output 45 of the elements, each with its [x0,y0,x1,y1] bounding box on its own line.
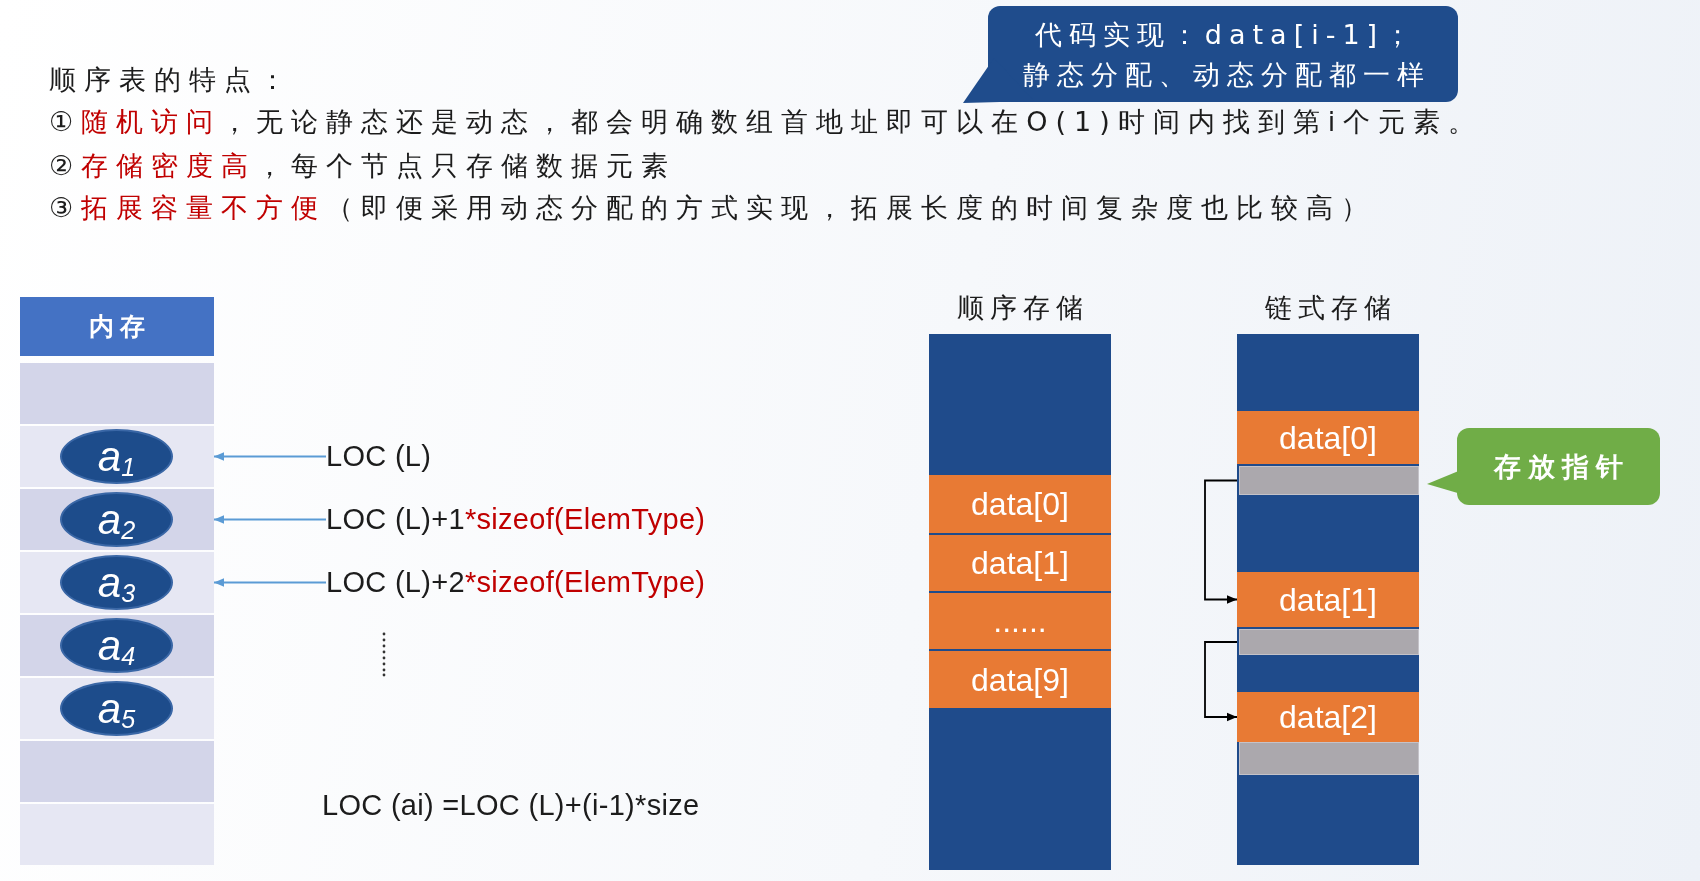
arrow [213,452,327,461]
column-heading: 顺序存储 [956,291,1089,325]
address-label: LOC (L)+2*sizeof(ElemType) [326,565,706,599]
data-slot [929,593,1111,649]
pointer-field [1239,629,1419,655]
element-label: a$_{3}$ [97,560,136,605]
element-label: a$_{2}$ [97,497,136,542]
data-slot [929,475,1111,533]
slot-label: data[0] [1279,419,1377,456]
slot-label: data[9] [971,661,1069,698]
memory-cell [20,363,214,424]
memory-cell [20,615,214,676]
slot-label: data[2] [1279,699,1377,735]
address-label: LOC (L)+1*sizeof(ElemType) [326,502,706,536]
column-heading: 链式存储 [1264,291,1397,325]
data-slot [929,535,1111,591]
address-label: LOC (L) [326,439,432,473]
slot-label: ...... [993,603,1047,639]
slot-label: data[1] [1279,581,1377,618]
element-label: a$_{4}$ [97,623,136,668]
data-slot [1237,572,1419,627]
memory-cell [20,678,214,739]
memory-cell [20,489,214,550]
heading: 顺序表的特点： [49,63,294,97]
memory-cell [20,804,214,865]
pointer-field [1239,466,1419,495]
callout-text: 存放指针 [1492,449,1630,484]
data-slot [929,651,1111,708]
data-slot [1237,692,1419,742]
memory-header [20,297,214,356]
header-label: 内存 [88,311,151,342]
memory-cell [20,426,214,487]
element-label: a$_{5}$ [97,686,136,731]
callout-text: 代码实现：data[i-1]； [1033,18,1419,52]
formula-text: LOC (ai) =LOC (L)+(i-1)*size [322,788,700,822]
arrow [213,578,327,587]
slot-label: data[0] [971,486,1069,522]
arrow [213,515,327,524]
memory-cell [20,552,214,613]
callout-text: 静态分配、动态分配都一样 [1021,58,1431,92]
memory-cell [20,741,214,802]
pointer-field [1239,742,1419,775]
slot-label: data[1] [971,545,1069,581]
element-label: a$_{1}$ [97,434,136,479]
data-slot [1237,411,1419,464]
